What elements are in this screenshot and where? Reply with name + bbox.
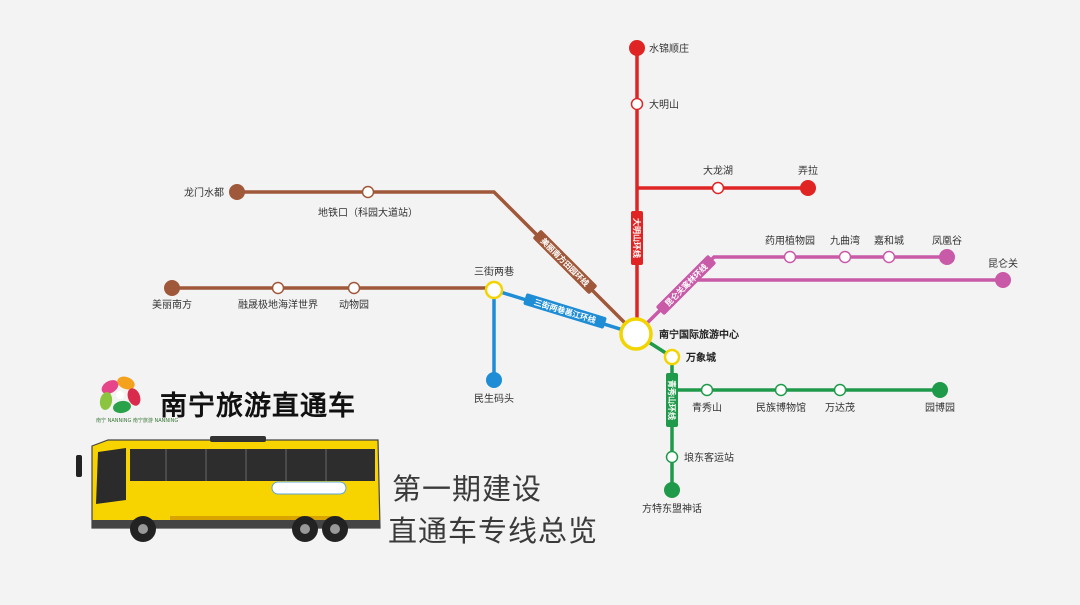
svg-text:昆仑关鸾林环线: 昆仑关鸾林环线 bbox=[663, 262, 710, 309]
station-node-jiuqu[interactable] bbox=[838, 250, 852, 264]
route-label-green: 青秀山环线 bbox=[666, 373, 678, 427]
route-label-brown: 美丽南方田园环线 bbox=[533, 230, 597, 294]
label-minzu: 民族博物馆 bbox=[756, 401, 806, 414]
station-node-dalonghu[interactable] bbox=[711, 181, 725, 195]
route-label-magenta: 昆仑关鸾林环线 bbox=[656, 255, 716, 315]
label-daming: 大明山 bbox=[649, 98, 679, 111]
svg-text:美丽南方田园环线: 美丽南方田园环线 bbox=[539, 236, 591, 288]
label-yaoyong: 药用植物园 bbox=[765, 234, 815, 247]
station-node-rongsheng[interactable] bbox=[271, 281, 285, 295]
headline-line1: 第一期建设 bbox=[392, 472, 543, 506]
route-label-blue: 三街两巷邕江环线 bbox=[523, 293, 607, 329]
label-kunlun: 昆仑关 bbox=[988, 257, 1018, 270]
label-minsheng: 民生码头 bbox=[474, 392, 514, 405]
label-nongla: 弄拉 bbox=[798, 164, 818, 177]
logo-caption: 南宁 NANNING 南宁旅游 NANNING bbox=[96, 418, 179, 424]
station-node-langdong[interactable] bbox=[665, 450, 679, 464]
svg-text:大明山环线: 大明山环线 bbox=[632, 218, 642, 258]
station-node-wanxiang[interactable] bbox=[663, 348, 681, 366]
station-node-metro[interactable] bbox=[361, 185, 375, 199]
hub-node[interactable] bbox=[619, 317, 653, 351]
label-yuanbo: 园博园 bbox=[925, 401, 955, 414]
bus-illustration-icon bbox=[76, 436, 381, 542]
label-dongwuyuan: 动物园 bbox=[339, 298, 369, 311]
station-node-sanjie[interactable] bbox=[484, 280, 504, 300]
label-qingxiu: 青秀山 bbox=[692, 401, 722, 414]
svg-text:青秀山环线: 青秀山环线 bbox=[667, 380, 677, 420]
label-rongsheng: 融晟极地海洋世界 bbox=[238, 298, 318, 311]
svg-text:三街两巷邕江环线: 三街两巷邕江环线 bbox=[533, 297, 597, 325]
label-meili-nanfang: 美丽南方 bbox=[152, 298, 192, 311]
label-sanjie: 三街两巷 bbox=[474, 265, 514, 278]
station-node-jiahe[interactable] bbox=[882, 250, 896, 264]
station-node-fenghuang[interactable] bbox=[939, 249, 955, 265]
station-node-fangte[interactable] bbox=[664, 482, 680, 498]
station-node-qingxiu[interactable] bbox=[700, 383, 714, 397]
route-label-red: 大明山环线 bbox=[631, 211, 643, 265]
label-hub: 南宁国际旅游中心 bbox=[659, 328, 739, 341]
label-langdong: 埌东客运站 bbox=[684, 451, 734, 464]
brand-logo-icon bbox=[99, 376, 141, 414]
station-node-yuanbo[interactable] bbox=[932, 382, 948, 398]
station-node-wanda[interactable] bbox=[833, 383, 847, 397]
station-node-meili-nanfang[interactable] bbox=[164, 280, 180, 296]
station-node-yaoyong[interactable] bbox=[783, 250, 797, 264]
label-longmen: 龙门水都 bbox=[184, 186, 224, 199]
station-node-kunlun[interactable] bbox=[995, 272, 1011, 288]
label-jiuqu: 九曲湾 bbox=[830, 234, 860, 247]
station-node-daming[interactable] bbox=[630, 97, 644, 111]
label-fenghuang: 凤凰谷 bbox=[932, 235, 962, 247]
label-wanxiang: 万象城 bbox=[685, 351, 716, 364]
label-dalonghu: 大龙湖 bbox=[703, 164, 733, 177]
station-node-nongla[interactable] bbox=[800, 180, 816, 196]
label-fangte: 方特东盟神话 bbox=[642, 502, 702, 515]
label-metro: 地铁口（科园大道站） bbox=[318, 206, 418, 219]
brand-title: 南宁旅游直通车 bbox=[160, 391, 356, 422]
station-node-minsheng[interactable] bbox=[486, 372, 502, 388]
station-node-shuijin[interactable] bbox=[629, 40, 645, 56]
station-node-minzu[interactable] bbox=[774, 383, 788, 397]
headline-line2: 直通车专线总览 bbox=[388, 514, 599, 548]
label-shuijin: 水锦顺庄 bbox=[649, 42, 689, 55]
station-node-longmen[interactable] bbox=[229, 184, 245, 200]
label-jiahe: 嘉和城 bbox=[874, 234, 904, 247]
blue-line bbox=[492, 287, 637, 380]
station-node-dongwuyuan[interactable] bbox=[347, 281, 361, 295]
label-wanda: 万达茂 bbox=[825, 401, 855, 414]
